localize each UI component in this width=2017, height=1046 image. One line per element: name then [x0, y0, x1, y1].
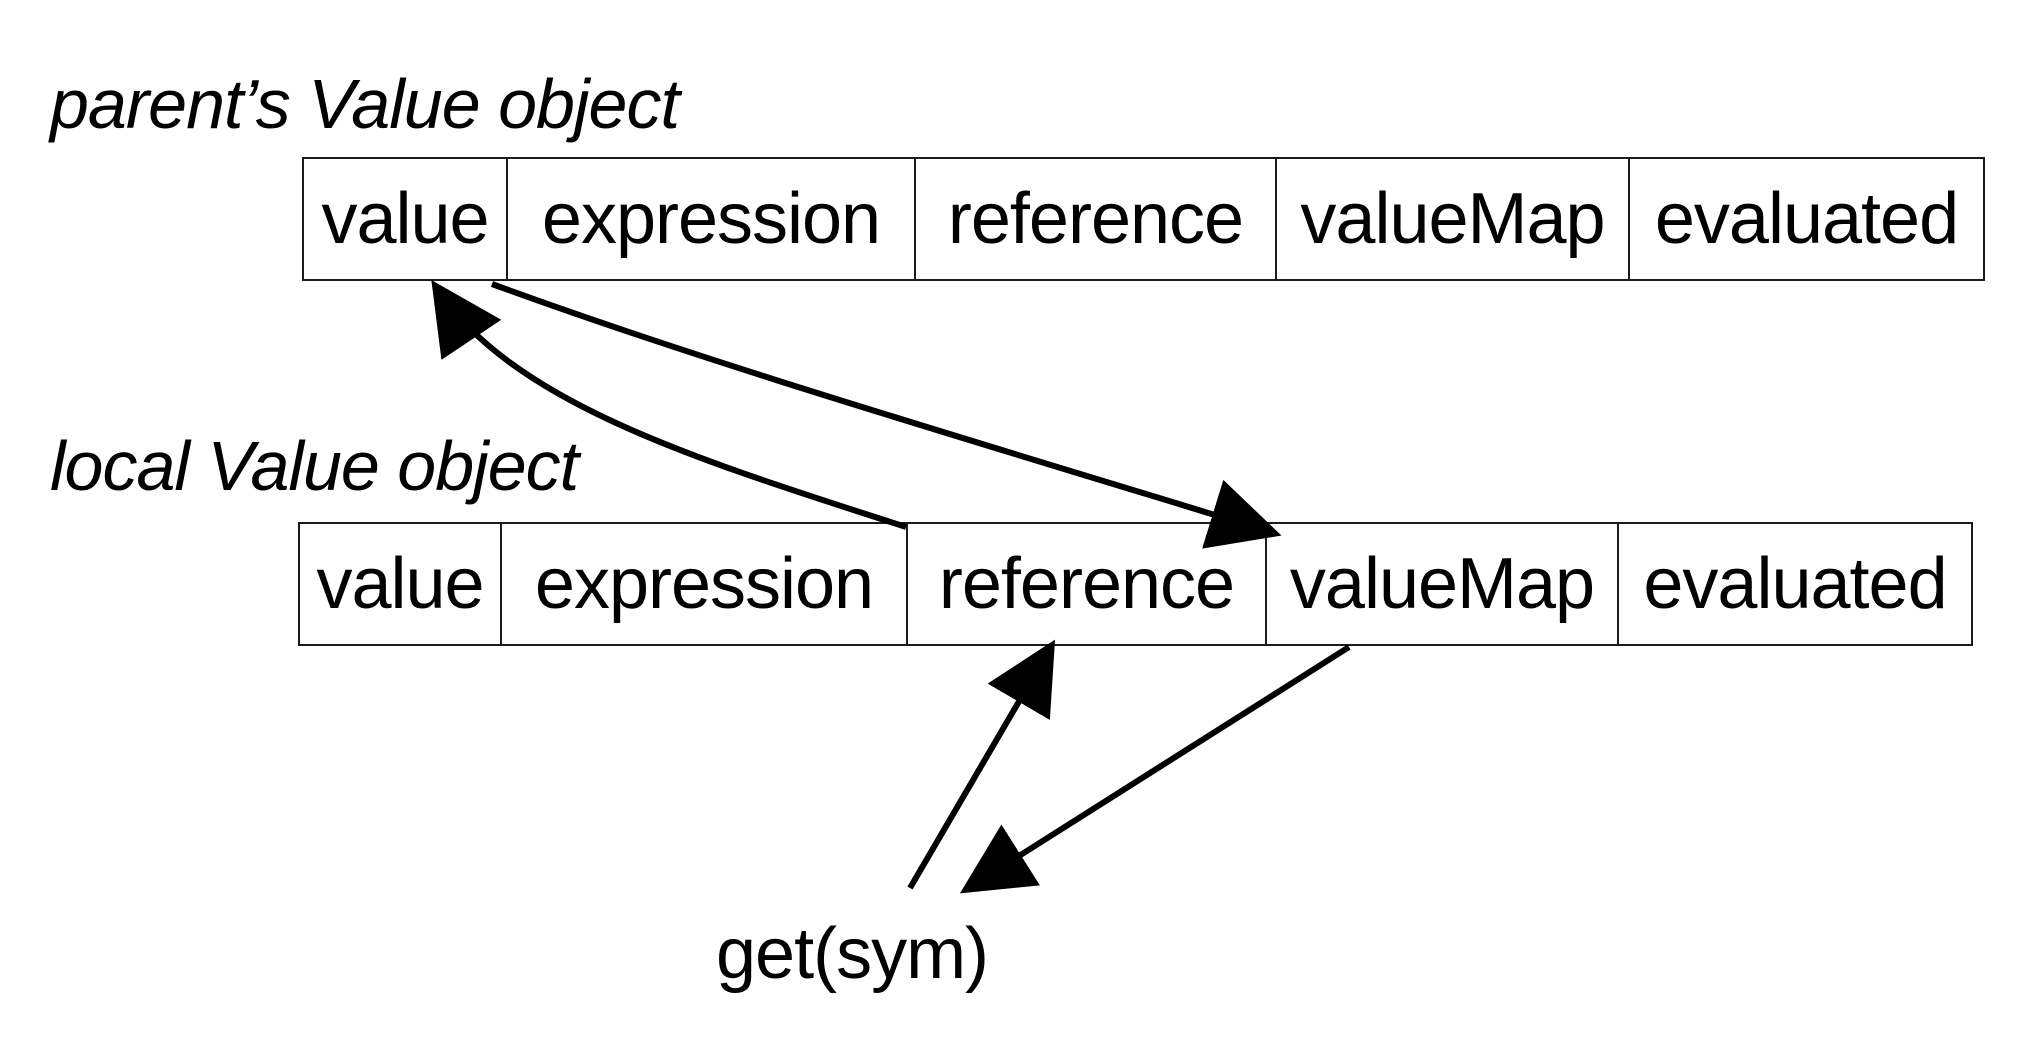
local-field-expression: expression — [502, 524, 908, 644]
get-sym-call-label: get(sym) — [716, 914, 989, 994]
local-value-object-fields: value expression reference valueMap eval… — [298, 522, 1973, 646]
parent-field-reference: reference — [916, 159, 1277, 279]
local-field-reference: reference — [908, 524, 1267, 644]
local-value-object-title: local Value object — [50, 427, 579, 505]
parent-field-expression: expression — [508, 159, 916, 279]
local-field-value: value — [300, 524, 502, 644]
parent-field-evaluated: evaluated — [1654, 179, 1959, 259]
parent-field-valuemap: valueMap — [1277, 159, 1630, 279]
parent-value-object-fields: value expression reference valueMap eval… — [302, 157, 1985, 281]
arrow-parent-value-to-valuemap — [490, 281, 1282, 549]
arrow-valuemap-to-get-sym — [959, 644, 1351, 894]
arrow-reference-to-parent-value — [431, 280, 907, 530]
parent-field-value: value — [304, 159, 508, 279]
local-field-evaluated: evaluated — [1643, 544, 1947, 624]
parent-value-object-title: parent’s Value object — [50, 65, 680, 143]
arrow-get-sym-to-reference — [907, 639, 1056, 890]
local-field-valuemap: valueMap — [1267, 524, 1619, 644]
